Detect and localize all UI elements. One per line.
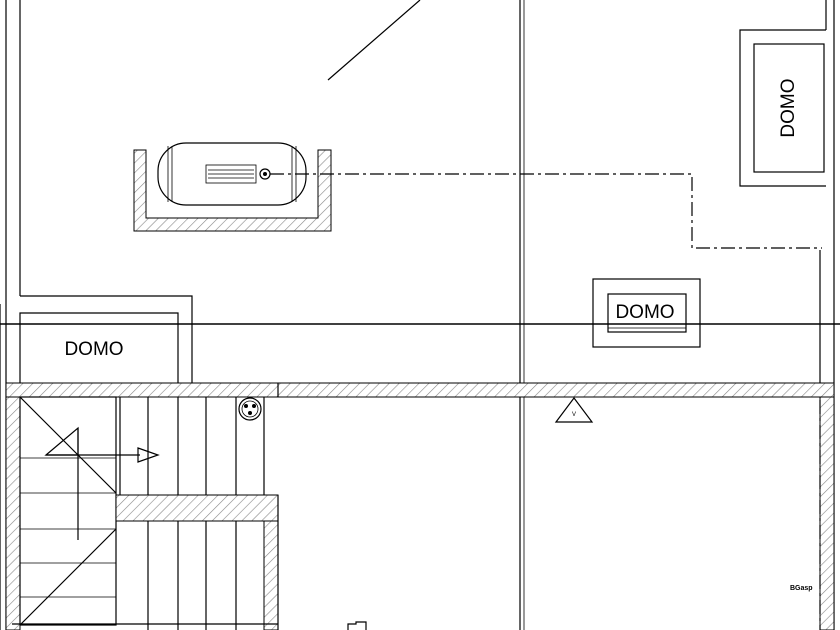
staircase (12, 396, 279, 630)
domo-label-center: DOMO (615, 302, 674, 323)
triangle-mark-label: V (572, 412, 576, 418)
domo-box-top-right: DOMO (739, 29, 826, 187)
hatched-slab (5, 382, 835, 630)
stair-direction-arrow-icon (44, 426, 160, 540)
triangle-marker-icon: V (554, 397, 594, 423)
left-wall (0, 0, 193, 630)
domo-label-left: DOMO (64, 339, 123, 360)
domo-box-left: DOMO (19, 312, 179, 383)
small-label-bottom-right: BGasp (790, 585, 813, 592)
gas-meter-icon (238, 397, 262, 421)
boiler-tank-icon (133, 142, 332, 232)
diagonal-line (327, 0, 421, 81)
domo-box-center: DOMO (592, 278, 701, 348)
domo-label-top-right: DOMO (778, 78, 799, 137)
bottom-fragment (347, 621, 367, 630)
gas-pipe-dashed (270, 173, 822, 249)
